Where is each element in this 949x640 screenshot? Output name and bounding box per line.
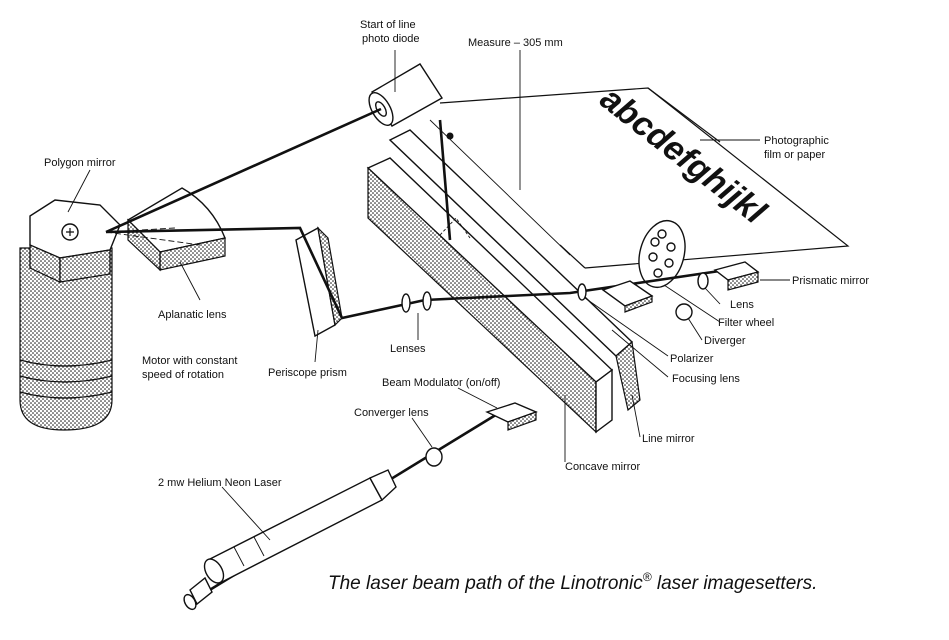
beam-modulator bbox=[485, 402, 538, 431]
polygon-mirror-motor bbox=[19, 199, 121, 431]
label-focusing-lens: Focusing lens bbox=[672, 373, 740, 385]
caption-end: laser imagesetters. bbox=[652, 573, 818, 594]
converger-lens bbox=[425, 447, 443, 467]
label-diverger: Diverger bbox=[704, 335, 746, 347]
periscope-prism bbox=[295, 226, 343, 338]
leader-lines bbox=[67, 50, 790, 541]
label-laser: 2 mw Helium Neon Laser bbox=[158, 477, 282, 489]
caption: The laser beam path of the Linotronic® l… bbox=[328, 570, 817, 594]
label-lenses: Lenses bbox=[390, 343, 426, 355]
helium-neon-laser bbox=[183, 469, 397, 611]
label-photographic: Photographic bbox=[764, 135, 829, 147]
polarizer bbox=[577, 283, 587, 301]
label-start-of-line: Start of line bbox=[360, 19, 416, 31]
caption-registered-mark: ® bbox=[643, 570, 652, 584]
label-polarizer: Polarizer bbox=[670, 353, 714, 365]
label-prismatic-mirror: Prismatic mirror bbox=[792, 275, 869, 287]
label-filter-wheel: Filter wheel bbox=[718, 317, 774, 329]
film-print-text: abcdefghijkl bbox=[593, 79, 774, 232]
prismatic-mirror-block bbox=[601, 280, 654, 313]
label-motor-line2: speed of rotation bbox=[142, 369, 224, 381]
label-polygon-mirror: Polygon mirror bbox=[44, 157, 116, 169]
filter-wheel bbox=[638, 219, 686, 289]
caption-main: The laser beam path of the Linotronic bbox=[328, 573, 643, 594]
label-concave-mirror: Concave mirror bbox=[565, 461, 641, 473]
label-beam-modulator: Beam Modulator (on/off) bbox=[382, 377, 500, 389]
svg-text:abcdefghijkl: abcdefghijkl bbox=[593, 79, 774, 232]
start-of-line-photo-diode bbox=[368, 63, 443, 127]
label-photo-diode: photo diode bbox=[362, 33, 420, 45]
label-converger-lens: Converger lens bbox=[354, 407, 429, 419]
photographic-film: abcdefghijkl bbox=[429, 79, 850, 269]
label-motor-line1: Motor with constant bbox=[142, 355, 237, 367]
line-mirror bbox=[388, 129, 641, 412]
small-lens bbox=[697, 272, 709, 290]
label-lens: Lens bbox=[730, 299, 754, 311]
prismatic-mirror bbox=[713, 261, 760, 291]
lenses-pair bbox=[401, 291, 432, 313]
label-film-or-paper: film or paper bbox=[764, 149, 825, 161]
label-aplanatic-lens: Aplanatic lens bbox=[158, 309, 227, 321]
label-periscope-prism: Periscope prism bbox=[268, 367, 347, 379]
diverger bbox=[675, 303, 693, 321]
label-line-mirror: Line mirror bbox=[642, 433, 695, 445]
concave-mirror bbox=[366, 157, 614, 434]
label-measure: Measure – 305 mm bbox=[468, 37, 563, 49]
